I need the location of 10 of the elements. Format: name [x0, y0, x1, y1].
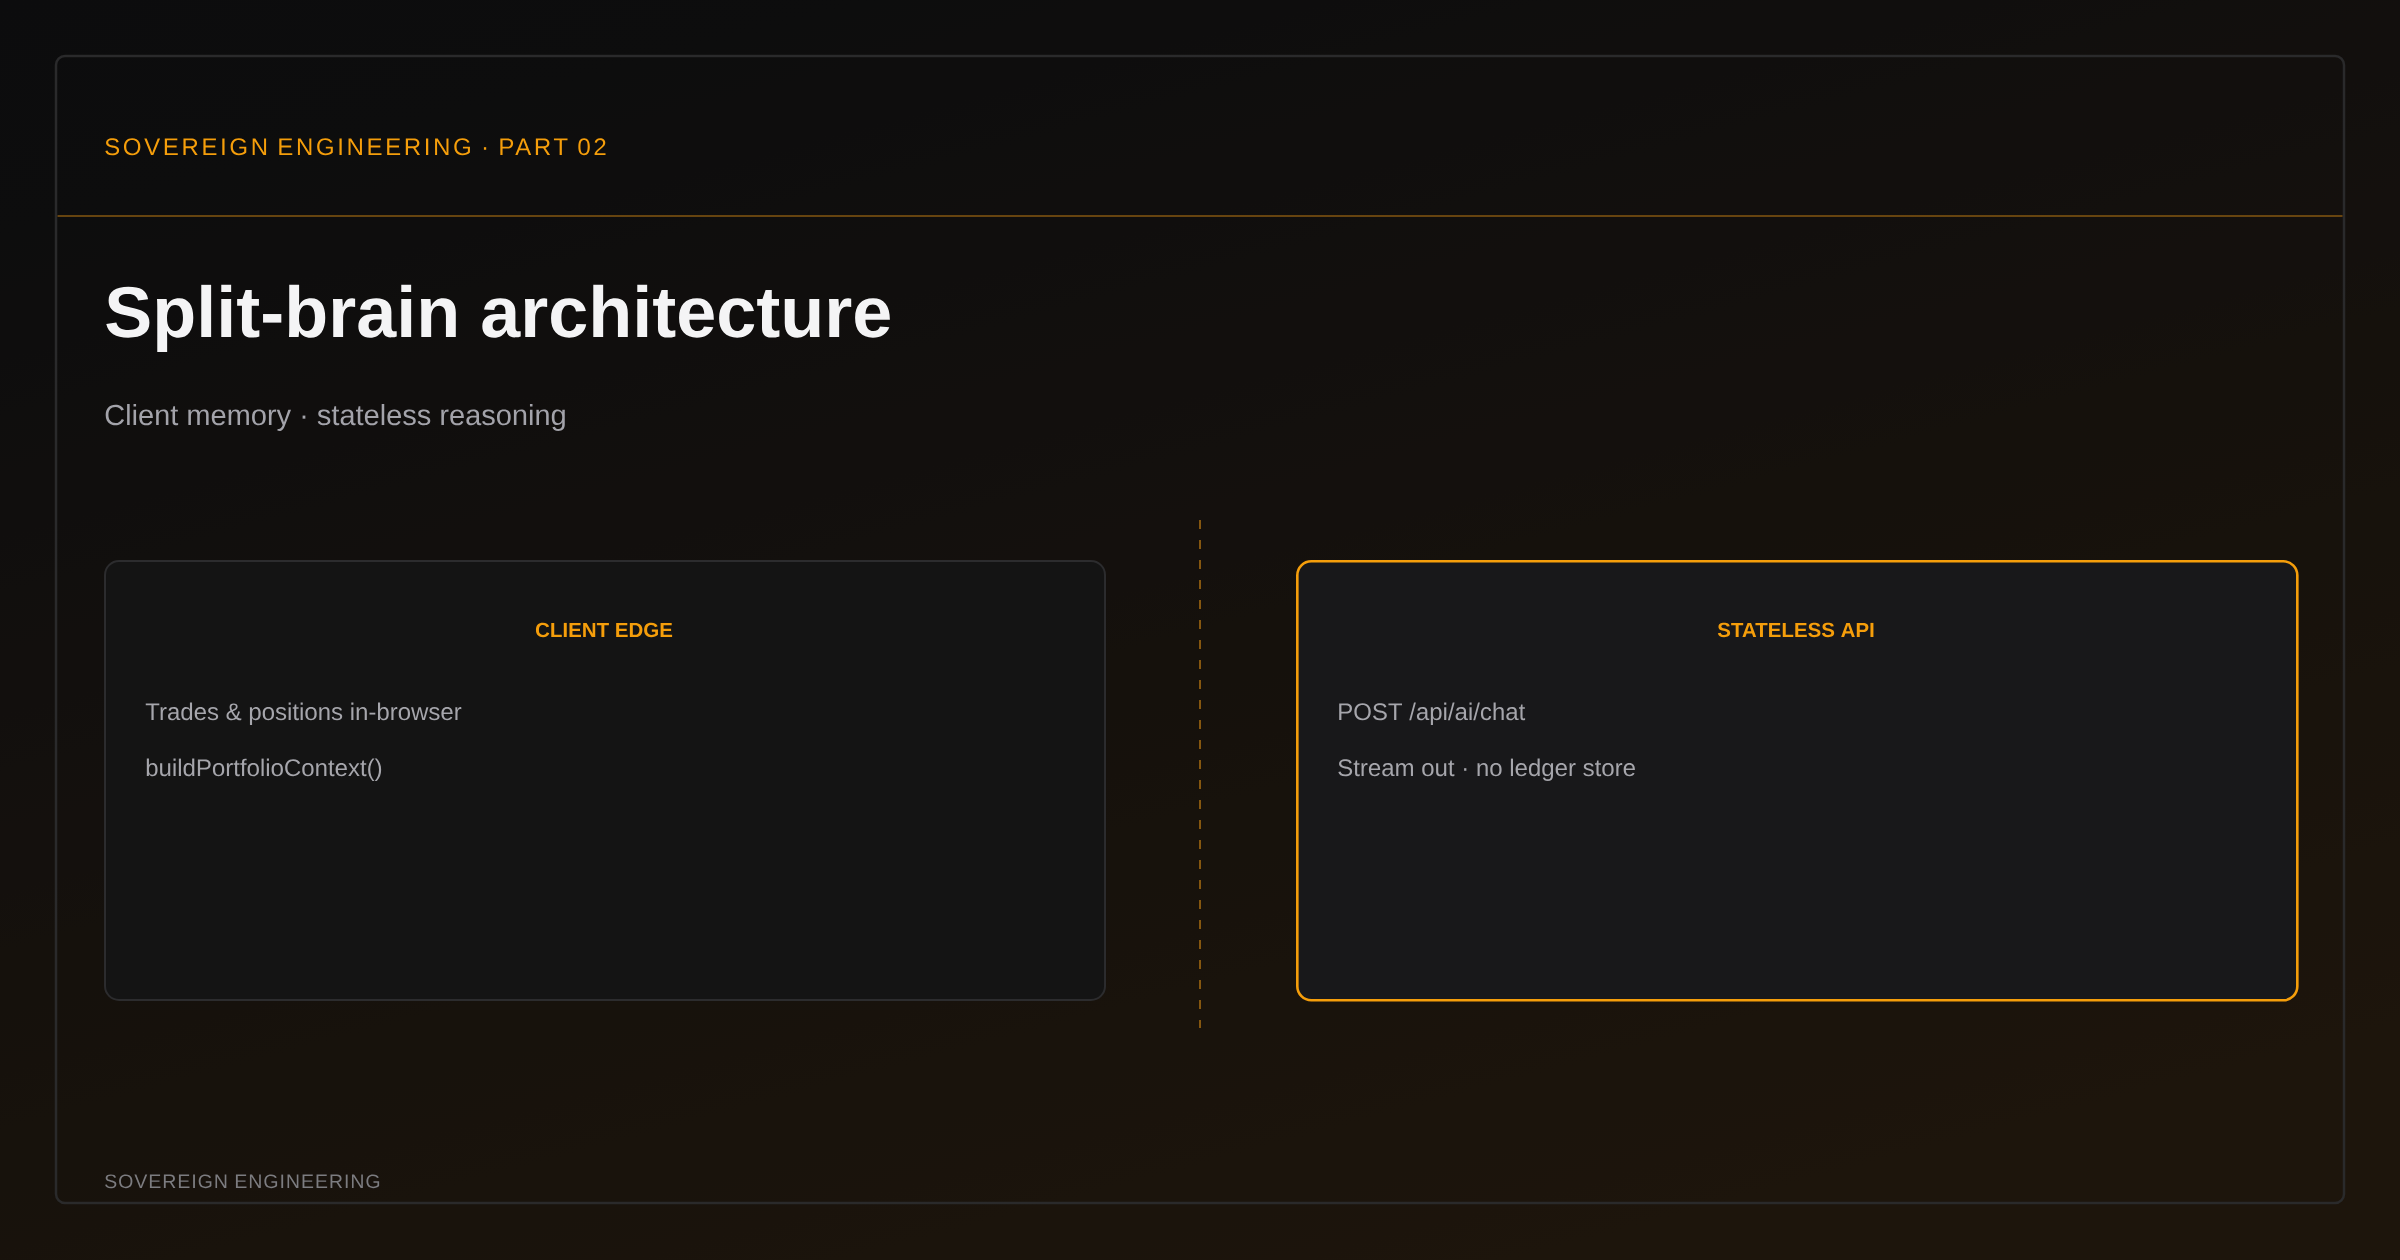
panel-text: POST /api/ai/chat — [1339, 702, 1526, 725]
subtitle: Client memory · stateless reasoning — [105, 404, 565, 431]
panel-heading: STATELESS API — [1717, 622, 1874, 638]
panel-text: Stream out · no ledger store — [1338, 758, 1635, 781]
footer-text: SOVEREIGN ENGINEERING — [105, 1174, 380, 1189]
panel-text: Trades & positions in-browser — [145, 702, 462, 725]
panel-text: buildPortfolioContext() — [146, 758, 382, 781]
slide-title: Split-brain architecture — [106, 284, 890, 352]
panel-heading: CLIENT EDGE — [535, 622, 673, 638]
kicker-text: SOVEREIGN ENGINEERING · PART 02 — [105, 138, 606, 156]
